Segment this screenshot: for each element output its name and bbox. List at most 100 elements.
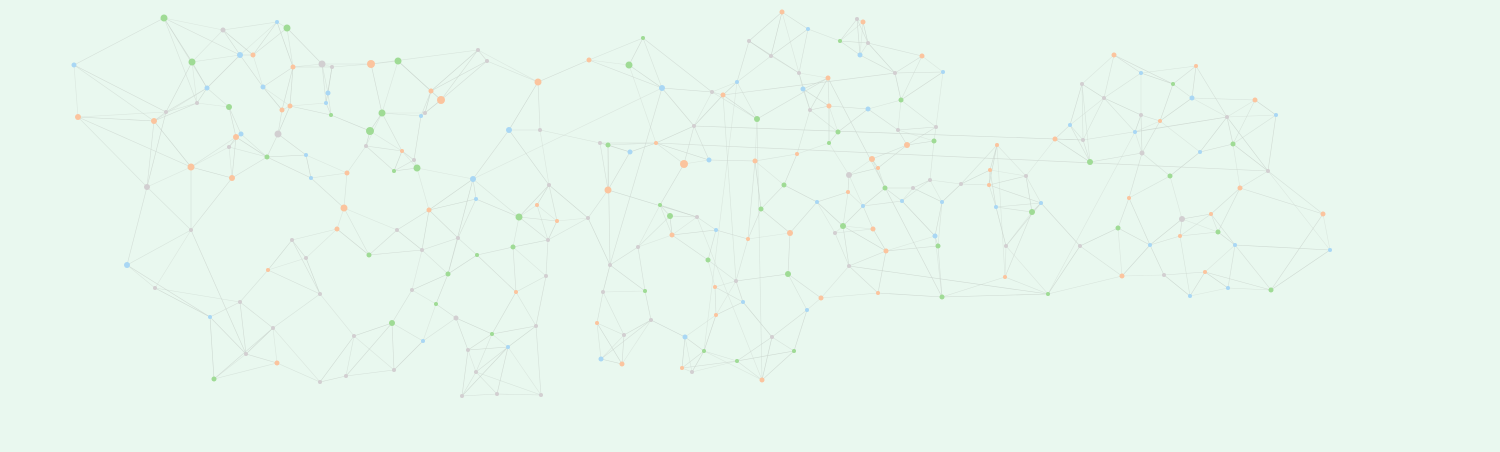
network-node <box>1087 159 1093 165</box>
network-edge <box>209 316 247 355</box>
network-edge <box>477 49 488 62</box>
network-node <box>847 264 851 268</box>
network-node <box>275 20 279 24</box>
network-node <box>334 226 340 232</box>
network-edge <box>1195 65 1228 118</box>
network-edge <box>885 245 939 252</box>
network-edge <box>894 72 902 101</box>
network-node <box>325 90 331 96</box>
network-node <box>605 142 611 148</box>
network-edge <box>401 150 418 169</box>
network-node <box>710 90 714 94</box>
network-edge <box>424 90 432 114</box>
network-edge <box>894 71 944 74</box>
network-edge <box>1270 249 1331 291</box>
network-edge <box>655 142 1269 172</box>
network-edge <box>512 239 549 248</box>
network-edge <box>154 287 241 303</box>
network-node <box>238 300 242 304</box>
network-node <box>187 163 195 171</box>
network-node <box>189 228 193 232</box>
network-edge <box>1081 83 1091 163</box>
network-edge <box>661 87 695 127</box>
network-edge <box>476 254 517 293</box>
network-edge <box>600 319 652 360</box>
network-edge <box>941 183 962 203</box>
network-node <box>460 394 464 398</box>
network-node <box>364 144 368 148</box>
network-edge <box>512 216 520 248</box>
network-edge <box>827 77 830 107</box>
network-edge <box>191 29 224 63</box>
network-edge <box>691 350 705 373</box>
network-node <box>861 204 865 208</box>
network-edge <box>1134 114 1142 133</box>
network-edge <box>163 17 198 104</box>
network-node <box>1162 273 1166 277</box>
network-edge <box>1134 131 1143 154</box>
network-node <box>692 124 696 128</box>
network-edge <box>496 393 542 396</box>
network-edge <box>671 216 698 236</box>
network-edge <box>291 239 321 295</box>
network-edge <box>816 201 844 227</box>
network-edge <box>1204 271 1229 289</box>
network-node <box>994 205 998 209</box>
network-edge <box>715 301 744 316</box>
network-edge <box>1322 213 1331 251</box>
network-node <box>641 36 645 40</box>
network-edge <box>912 187 943 203</box>
network-edge <box>1140 114 1161 122</box>
network-edge <box>937 245 943 298</box>
network-edge <box>1159 120 1201 153</box>
network-node <box>412 158 416 162</box>
network-edge <box>228 106 237 138</box>
network-edge <box>190 229 247 355</box>
network-node <box>318 292 322 296</box>
network-node <box>344 374 348 378</box>
network-edge <box>321 63 329 94</box>
network-node <box>870 226 876 232</box>
network-node <box>787 230 793 236</box>
network-node <box>781 182 787 188</box>
network-edge <box>736 350 795 362</box>
network-edge <box>877 250 887 294</box>
network-node <box>995 143 999 147</box>
network-edge <box>1227 287 1272 291</box>
network-edge <box>703 81 738 352</box>
network-edge <box>1128 152 1143 199</box>
network-edge <box>934 201 943 237</box>
network-node <box>1148 243 1152 247</box>
network-node <box>318 380 322 384</box>
network-edge <box>736 81 758 120</box>
network-edge <box>596 322 623 365</box>
network-edge <box>607 151 631 191</box>
network-node <box>649 318 653 322</box>
network-edge <box>1004 245 1007 278</box>
network-node <box>800 86 806 92</box>
network-edge <box>754 118 758 162</box>
network-edge <box>206 54 241 89</box>
network-node <box>1189 95 1195 101</box>
network-edge <box>343 172 348 209</box>
network-edge <box>421 209 430 251</box>
network-edge <box>1227 244 1236 289</box>
network-edge <box>1189 271 1206 297</box>
network-edge <box>941 276 1006 298</box>
network-edge <box>1226 116 1269 172</box>
network-edge <box>536 204 558 222</box>
network-node <box>714 228 718 232</box>
network-edge <box>748 11 783 42</box>
network-edge <box>556 217 589 222</box>
network-edge <box>518 184 550 218</box>
network-edge <box>231 136 237 179</box>
network-edge <box>599 142 609 191</box>
network-node <box>792 349 796 353</box>
network-edge <box>756 118 763 381</box>
network-edge <box>535 325 542 396</box>
network-edge <box>1025 175 1042 204</box>
network-edge <box>1069 83 1083 126</box>
network-node <box>932 233 938 239</box>
